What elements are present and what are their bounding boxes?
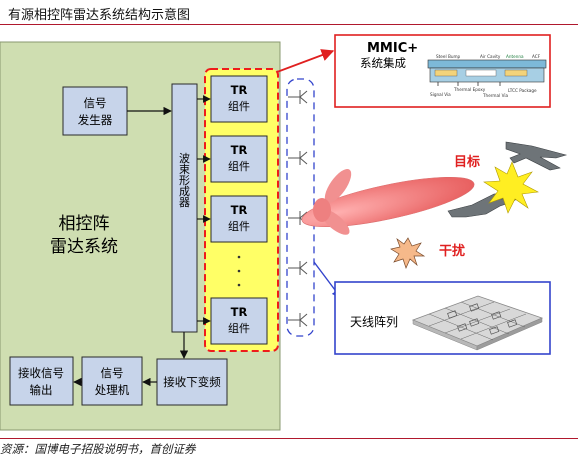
antenna-array-illustration xyxy=(411,295,544,351)
mmic-cross-section xyxy=(427,59,547,86)
radar-beam xyxy=(301,168,475,235)
target-burst-icon xyxy=(483,161,539,214)
mmic-label-ltcc-package: LTCC Package xyxy=(508,88,537,93)
footer-rule xyxy=(0,438,578,439)
tr-module-4-box xyxy=(210,297,268,345)
signal-processor-box xyxy=(81,356,143,406)
beamformer-box xyxy=(171,83,198,333)
mmic-part-labels: Steel Bump Air Cavity Antenna ACF Therma… xyxy=(430,54,541,98)
tr-module-2-line1: TR xyxy=(231,143,248,157)
mmic-label-thermal-via: Thermal Via xyxy=(482,93,509,98)
signal-generator-box xyxy=(62,86,128,136)
antenna-element-column xyxy=(286,78,315,337)
system-label-line2: 雷达系统 xyxy=(50,237,118,257)
receive-output-line1: 接收信号 xyxy=(18,366,64,380)
signal-processor-line2: 处理机 xyxy=(95,383,130,397)
tr-module-4-line1: TR xyxy=(231,305,248,319)
tr-module-1-line1: TR xyxy=(231,83,248,97)
aircraft-upper-icon xyxy=(505,141,568,171)
header-rule xyxy=(0,24,578,25)
mmic-label-signal-via: Signal Via xyxy=(430,92,451,97)
mmic-title: MMIC+ xyxy=(367,41,418,56)
beamformer-label: 波束形成器 xyxy=(178,152,191,208)
interference-burst-icon xyxy=(390,237,426,269)
signal-generator-line1: 信号 xyxy=(84,96,107,110)
source-note: 资源：国博电子招股说明书，首创证券 xyxy=(0,442,196,456)
mmic-label-acf: ACF xyxy=(532,54,541,59)
mmic-label-air-cavity: Air Cavity xyxy=(480,54,501,59)
signal-generator-line2: 发生器 xyxy=(78,113,113,127)
antenna-element-symbols xyxy=(288,90,308,327)
tr-dots xyxy=(237,255,241,287)
tr-module-2: TR 组件 xyxy=(210,135,268,183)
interference-label: 干扰 xyxy=(439,243,465,259)
mmic-label-thermal-epoxy: Thermal Epoxy xyxy=(453,87,486,92)
tr-module-4: TR 组件 xyxy=(210,297,268,345)
mmic-label-steel-bump: Steel Bump xyxy=(436,54,461,59)
antenna-array-label: 天线阵列 xyxy=(350,315,398,329)
tr-to-mmic-arrow xyxy=(276,49,335,73)
tr-module-3-line1: TR xyxy=(231,203,248,217)
receive-downconvert-label: 接收下变频 xyxy=(163,375,221,389)
tr-module-2-box xyxy=(210,135,268,183)
tr-module-2-line2: 组件 xyxy=(228,159,250,173)
receive-output-line2: 输出 xyxy=(30,383,53,397)
tr-module-4-line2: 组件 xyxy=(228,321,250,335)
tr-module-3: TR 组件 xyxy=(210,195,268,243)
tr-module-3-box xyxy=(210,195,268,243)
tr-module-1: TR 组件 xyxy=(210,75,268,123)
target-label: 目标 xyxy=(454,154,480,170)
tr-module-1-box xyxy=(210,75,268,123)
beamformer-tr-arrows xyxy=(197,95,211,325)
tr-module-1-line2: 组件 xyxy=(228,99,250,113)
mmic-subtitle: 系统集成 xyxy=(360,56,406,70)
mmic-label-antenna: Antenna xyxy=(506,54,524,59)
signal-processor-line1: 信号 xyxy=(101,366,124,380)
system-label-line1: 相控阵 xyxy=(59,214,110,234)
receive-output-box xyxy=(9,356,74,406)
tr-module-3-line2: 组件 xyxy=(228,219,250,233)
header-title: 有源相控阵雷达系统结构示意图 xyxy=(8,8,191,23)
receive-downconvert-box xyxy=(156,358,228,406)
